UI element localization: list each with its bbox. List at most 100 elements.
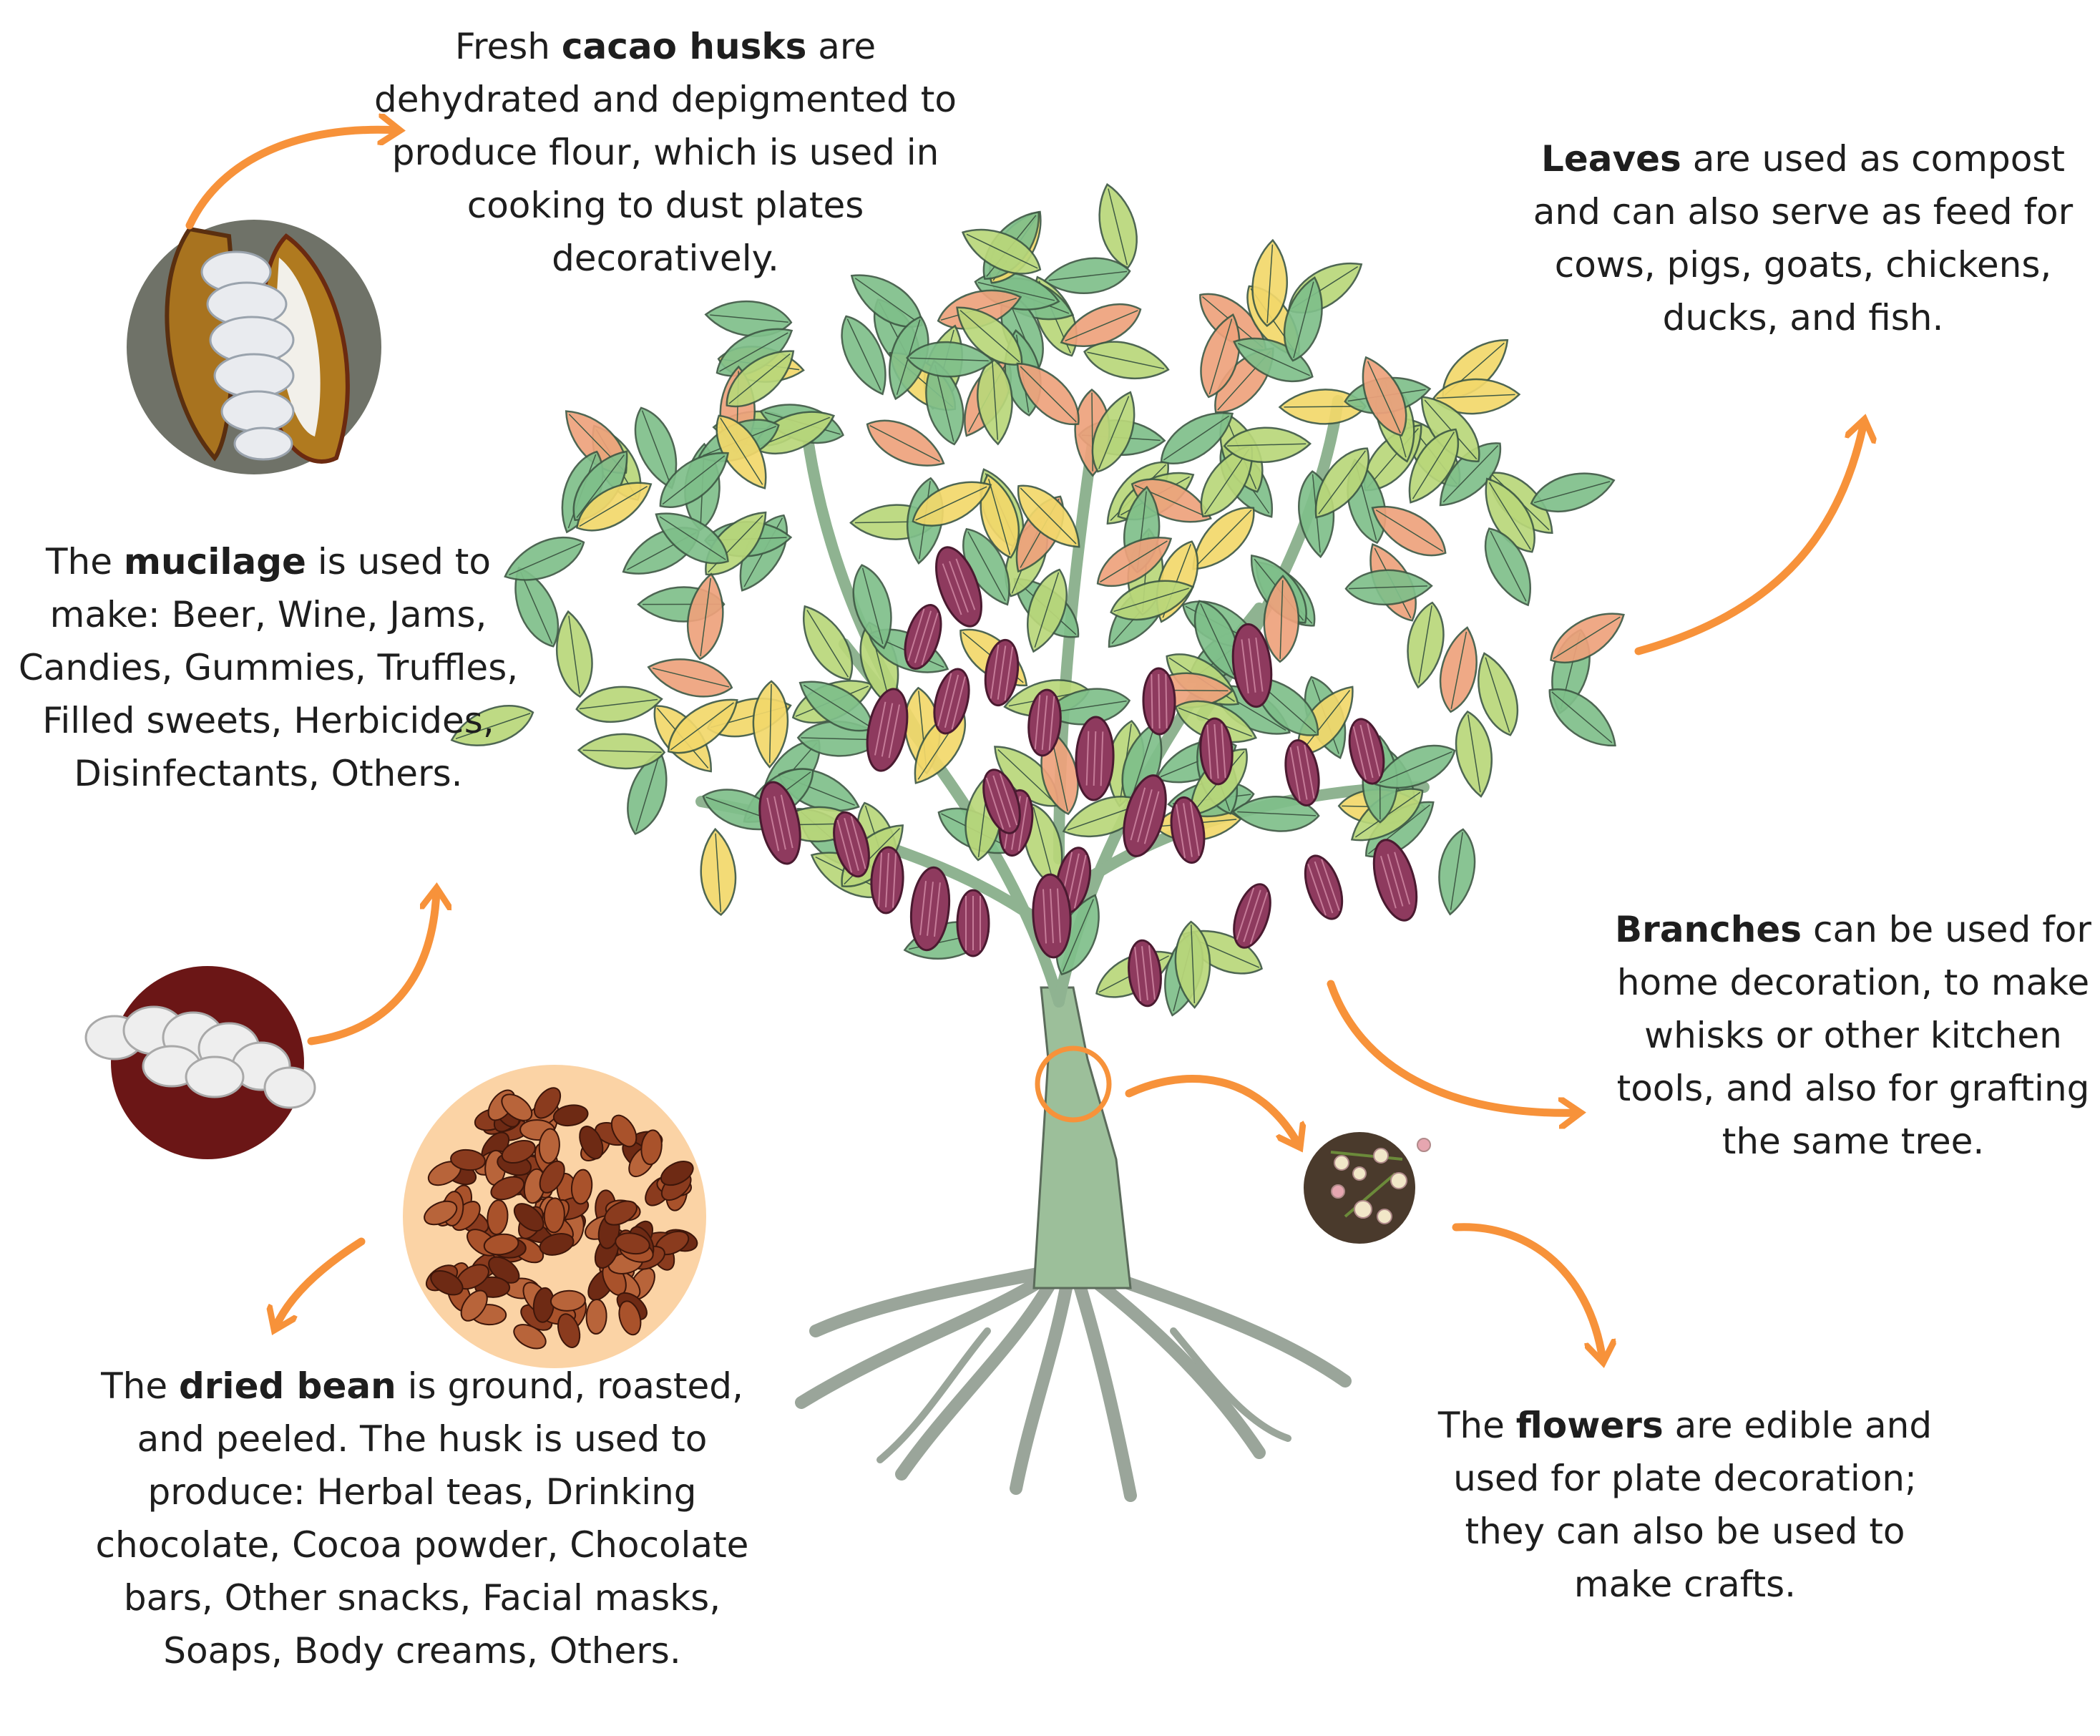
tree-leaf (576, 482, 653, 532)
cacao-bean (615, 1232, 650, 1255)
tree-leaf (956, 306, 1023, 366)
leaves-bold: Leaves (1541, 138, 1681, 180)
cacao-bean (543, 1197, 565, 1234)
cacao-pod (956, 889, 990, 957)
tree-leaf (1478, 652, 1519, 736)
tree-leaf (1455, 710, 1493, 798)
tree-leaf (980, 473, 1020, 559)
flower-location-marker (1035, 1045, 1112, 1123)
cacao-pods (758, 546, 1418, 1008)
arrow-beans (275, 1237, 366, 1327)
branches-post: can be used for home decoration, to make… (1616, 909, 2091, 1162)
tree-leaf (912, 481, 992, 527)
cacao-bean (640, 1129, 663, 1166)
cacao-bean (552, 1104, 589, 1127)
arrow-flower-location (1125, 1075, 1299, 1145)
tree-leaf (1091, 391, 1136, 473)
cacao-pod (1372, 839, 1418, 922)
tree-leaf (1438, 828, 1476, 916)
tree-leaf (1083, 341, 1170, 379)
tree-leaf (450, 705, 534, 746)
tree-leaf (555, 610, 593, 698)
tree-leaf (1223, 426, 1312, 463)
tree-leaf (1371, 506, 1447, 557)
cacao-bean (450, 1149, 486, 1171)
cacao-pod (1199, 717, 1234, 786)
cacao-pod (982, 769, 1021, 834)
cacao-pod (833, 811, 870, 878)
driedbean-post: is ground, roasted, and peeled. The husk… (95, 1365, 749, 1672)
tree-leaf (655, 512, 729, 565)
tree-leaf (1043, 257, 1131, 294)
tree-leaf (1362, 356, 1407, 437)
tree-leaf (1550, 613, 1625, 664)
cacao-bean (579, 1126, 604, 1160)
husks-bold: cacao husks (561, 26, 807, 67)
cacao-bean (538, 1128, 560, 1164)
tree-leaf (1016, 362, 1080, 426)
tree-leaf (700, 827, 737, 916)
cacao-bean (513, 1324, 547, 1350)
tree-leaf (803, 605, 854, 681)
tree-leaf (841, 315, 887, 396)
tree-leaf (906, 341, 995, 378)
cacao-bean (570, 1169, 593, 1205)
tree-leaf (1017, 484, 1080, 548)
cacao-bean (618, 1300, 642, 1336)
mucilage-pre: The (45, 541, 124, 582)
tree-leaf (726, 350, 795, 408)
tree-leaf (1432, 378, 1521, 415)
cacao-bean (501, 1139, 536, 1164)
cacao-pod (1032, 873, 1072, 959)
tree-leaf (1530, 472, 1616, 513)
cacao-pod (1231, 623, 1273, 708)
cacao-pod (1027, 688, 1062, 757)
cacao-bean (585, 1299, 607, 1335)
cacao-bean (660, 1161, 694, 1186)
cacao-pod (1284, 739, 1320, 806)
mucilage-post: is used to make: Beer, Wine, Jams, Candi… (18, 541, 519, 794)
driedbean-pre: The (101, 1365, 179, 1407)
flower-photo (1304, 1132, 1431, 1244)
leaves-caption: Leaves are used as compost and can also … (1531, 132, 2075, 344)
tree-leaf (1548, 688, 1616, 747)
tree-roots (795, 1267, 1352, 1502)
tree-leaf (1439, 626, 1478, 713)
cacao-bean (539, 1233, 575, 1256)
cacao-bean (513, 1203, 544, 1232)
branches-bold: Branches (1615, 909, 1802, 950)
cacao-pod (1075, 716, 1115, 801)
tree-leaf (1408, 428, 1460, 504)
cacao-tree-illustration (450, 182, 1625, 1502)
tree-leaf (1407, 601, 1445, 689)
flowers-pre: The (1437, 1405, 1516, 1446)
tree-leaf (716, 414, 767, 489)
tree-leaf (667, 698, 738, 754)
cacao-bean (483, 1233, 519, 1256)
cacao-husk-photo (127, 220, 381, 474)
cacao-pod (1304, 854, 1344, 920)
cacao-pod (1170, 796, 1206, 864)
cacao-pod (1123, 774, 1167, 857)
flowers-bold: flowers (1515, 1405, 1664, 1446)
cacao-bean (604, 1200, 638, 1226)
flowers-post: are edible and used for plate decoration… (1453, 1405, 1933, 1605)
flowers-caption: The flowers are edible and used for plat… (1417, 1399, 1953, 1611)
cacao-bean (501, 1093, 533, 1121)
tree-leaf (686, 572, 724, 660)
cacao-pod (1348, 718, 1385, 785)
cacao-bean (533, 1087, 562, 1119)
dried-beans (424, 1087, 698, 1350)
driedbean-caption: The dried bean is ground, roasted, and p… (89, 1360, 755, 1677)
tree-leaf (1283, 276, 1323, 362)
tree-leaf (1110, 580, 1195, 621)
tree-trunk (1032, 986, 1132, 1289)
tree-leaf (659, 452, 729, 508)
tree-leaf (1374, 744, 1456, 789)
tree-leaf (850, 274, 923, 328)
tree-leaf (752, 680, 789, 769)
cacao-bean (550, 1289, 586, 1312)
tree-leaf (504, 536, 585, 581)
driedbean-bold: dried bean (178, 1365, 396, 1407)
